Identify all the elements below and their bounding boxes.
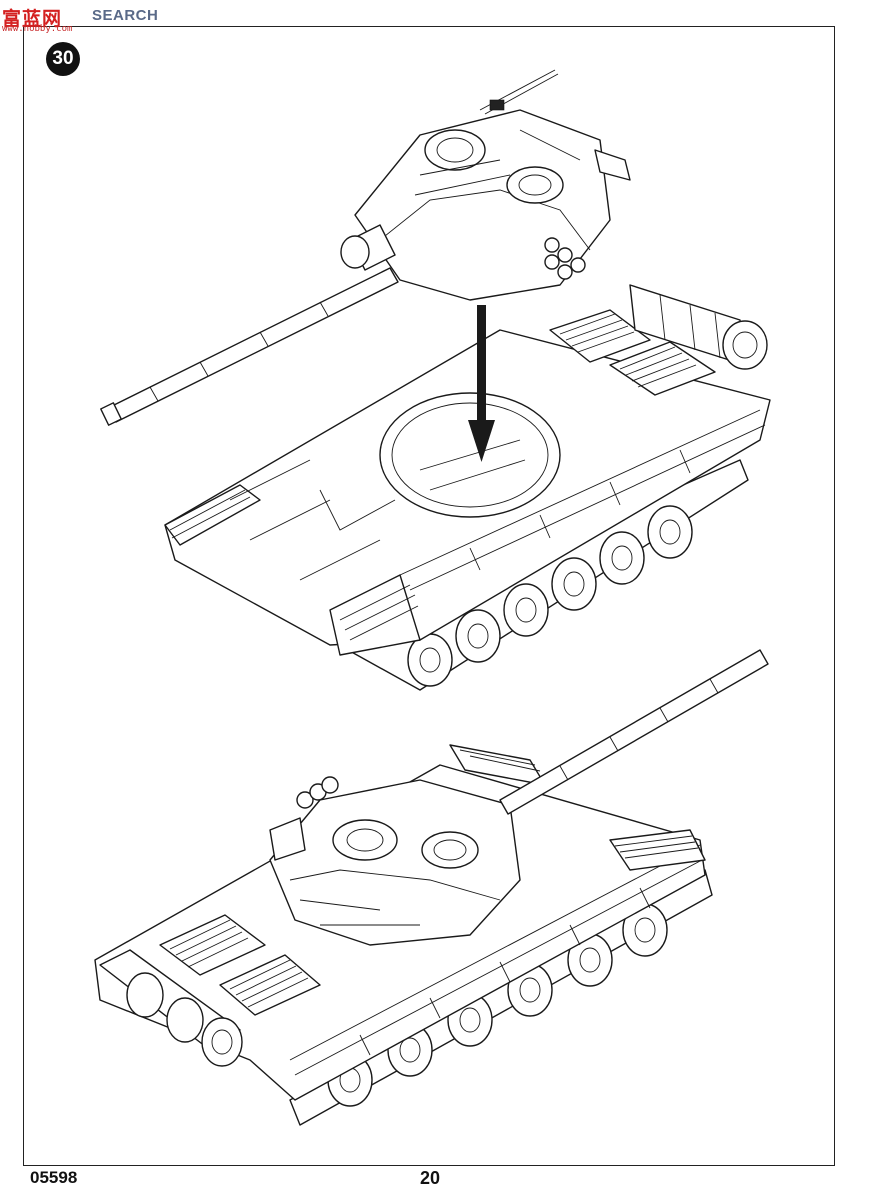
step-number-badge: 30: [46, 42, 80, 76]
watermark-logo: 富蓝网: [2, 8, 63, 30]
upper-tank-hull: [164, 284, 771, 691]
upper-road-wheels: [407, 505, 693, 687]
product-code: 05598: [30, 1168, 78, 1187]
upper-gun-barrel: [100, 267, 399, 426]
lower-fuel-drums: [99, 949, 243, 1067]
upper-fuel-drums: [629, 284, 768, 370]
assembly-arrow-icon: [468, 305, 495, 462]
page-number: 20: [420, 1168, 441, 1188]
lower-gun-barrel: [499, 649, 769, 815]
watermark-text: SEARCH: [92, 7, 159, 24]
page-frame: [23, 26, 835, 1166]
watermark: 富蓝网 SEARCH www.hobby.com: [2, 2, 172, 36]
upper-turret: [340, 69, 631, 301]
watermark-url: www.hobby.com: [2, 24, 73, 34]
lower-turret: [269, 776, 521, 946]
